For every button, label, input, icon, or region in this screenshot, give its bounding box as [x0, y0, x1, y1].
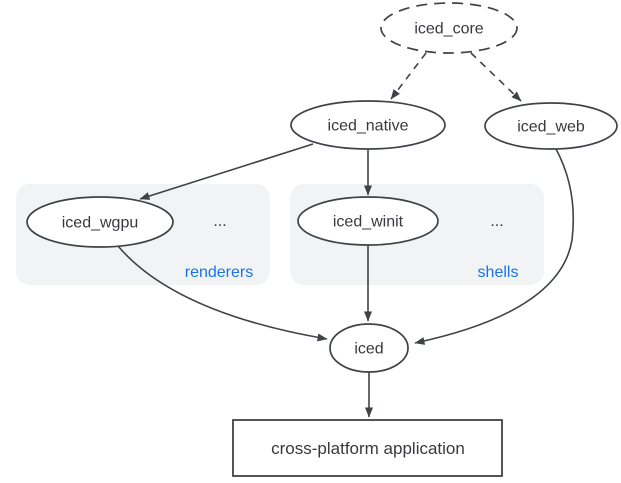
edge-iced-core-to-iced-native	[390, 52, 427, 100]
node-iced: iced	[329, 323, 409, 373]
node-iced-winit-shape	[297, 196, 439, 246]
node-application-label: cross-platform application	[271, 439, 465, 458]
node-iced-winit-label: iced_winit	[333, 214, 404, 231]
node-iced-native-label: iced_native	[328, 118, 409, 135]
node-iced-web-shape	[484, 102, 618, 150]
node-iced-shape	[329, 323, 409, 373]
group-renderers-ellipsis: ...	[213, 213, 226, 230]
node-iced-native: iced_native	[290, 100, 446, 150]
node-iced-wgpu-label: iced_wgpu	[62, 215, 139, 232]
edge-iced-native-to-iced-wgpu	[139, 143, 314, 200]
node-iced-label: iced	[354, 341, 383, 358]
edge-iced-web-to-iced	[414, 148, 575, 345]
node-iced-winit: iced_winit	[297, 196, 439, 246]
group-shells-ellipsis: ...	[490, 213, 503, 230]
node-iced-web-label: iced_web	[517, 119, 585, 136]
node-iced-wgpu: iced_wgpu	[26, 196, 174, 248]
group-shells-label: shells	[478, 264, 519, 281]
node-iced-native-shape	[290, 100, 446, 150]
node-iced-core-label: iced_core	[414, 21, 483, 38]
node-application: cross-platform application	[232, 419, 503, 477]
group-renderers-label: renderers	[185, 264, 253, 281]
edge-iced-core-to-iced-web	[470, 52, 522, 102]
node-iced-wgpu-shape	[26, 196, 174, 248]
node-application-shape	[232, 419, 503, 477]
node-iced-core: iced_core	[380, 2, 518, 54]
node-iced-core-shape	[380, 2, 518, 54]
node-iced-web: iced_web	[484, 102, 618, 150]
edge-iced-wgpu-to-iced	[117, 245, 328, 342]
